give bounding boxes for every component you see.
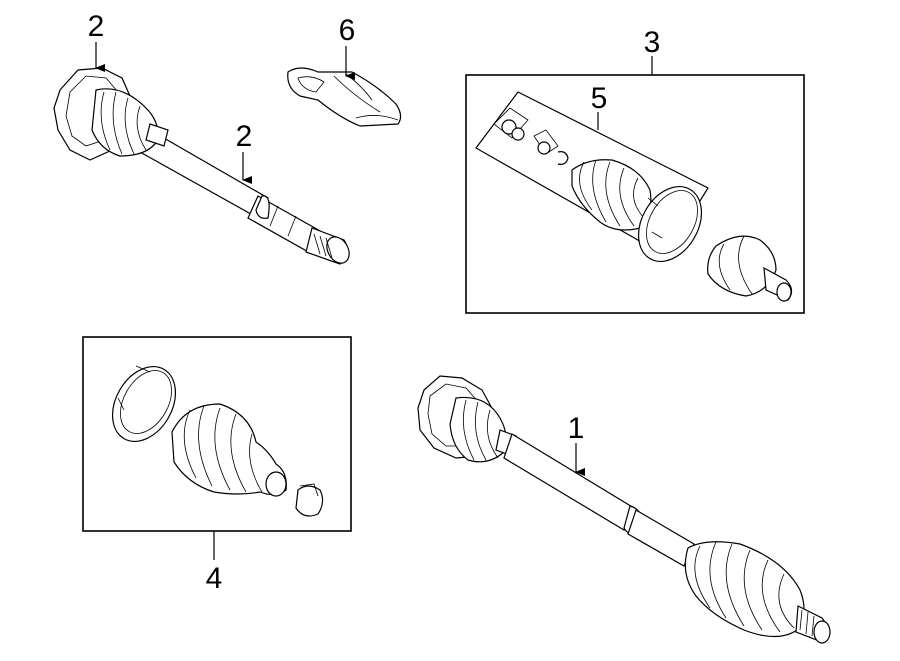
snap-ring-part <box>493 107 569 165</box>
callout-2-top: 2 <box>88 10 105 43</box>
axle-shaft-part-2 <box>53 67 350 265</box>
cv-joint-part <box>707 235 793 302</box>
axle-shaft-part-1 <box>417 375 831 644</box>
boot-kit-parts-4 <box>111 365 324 517</box>
callout-3: 3 <box>644 26 661 59</box>
callout-4: 4 <box>206 562 223 595</box>
callout-5: 5 <box>591 82 608 115</box>
callout-1: 1 <box>568 412 585 445</box>
bracket-part-6 <box>287 67 402 127</box>
callout-6: 6 <box>339 14 356 47</box>
clamp-part <box>637 186 703 262</box>
leader-lines <box>95 42 653 560</box>
callout-2-shaft: 2 <box>236 120 253 153</box>
